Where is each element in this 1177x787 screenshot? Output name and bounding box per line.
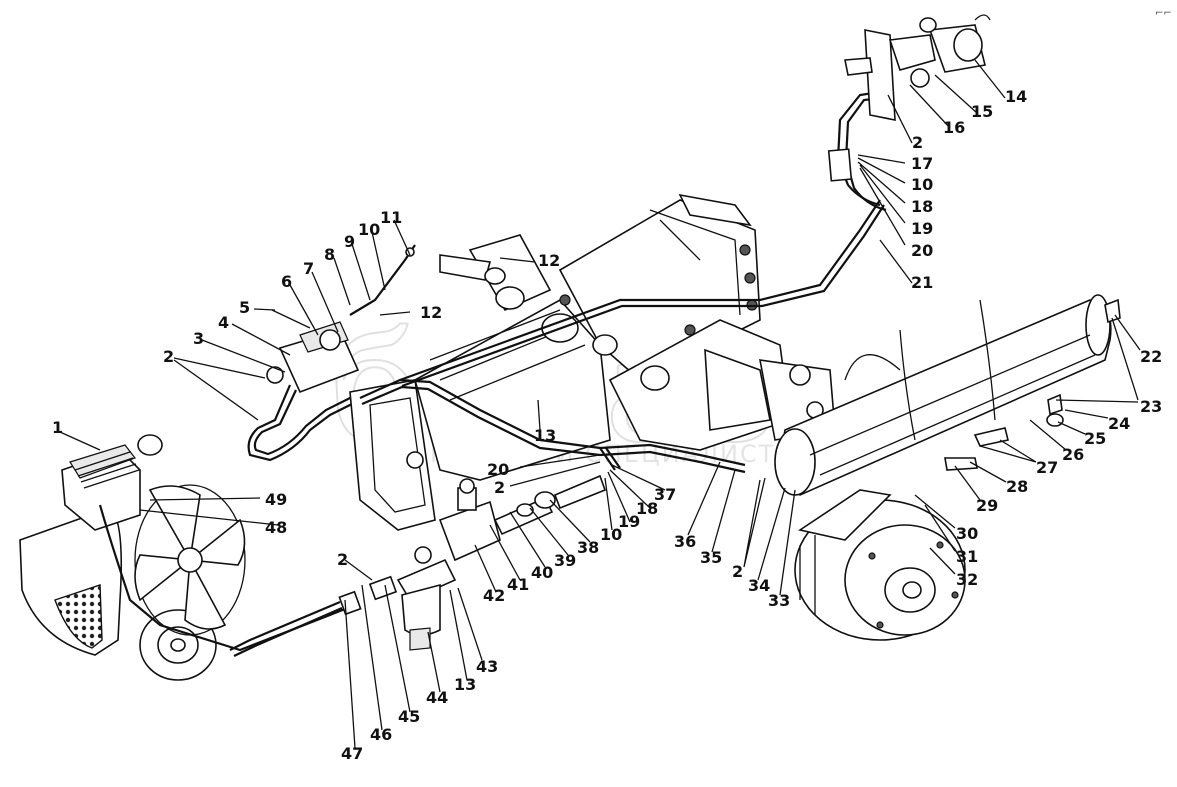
callout-2-center: 2 [732,562,743,581]
callout-31: 31 [956,547,978,566]
corner-mark: ⌐⌐ [1155,8,1172,19]
pipe-line-upper-right [827,90,887,212]
callout-27: 27 [1036,458,1058,477]
callout-18-right: 18 [911,197,933,216]
callout-33: 33 [768,591,790,610]
callout-20-center: 20 [487,460,509,479]
callout-37: 37 [654,485,676,504]
callout-18-center: 18 [636,499,658,518]
callout-46: 46 [370,725,392,744]
pipe-line-middle [359,199,885,474]
callout-32: 32 [956,570,978,589]
callout-19-center: 19 [618,512,640,531]
callout-6: 6 [281,272,292,291]
callout-2-lower: 2 [337,550,348,569]
callout-40: 40 [531,563,553,582]
callout-26: 26 [1062,445,1084,464]
callout-3: 3 [193,329,204,348]
callout-19-right: 19 [911,219,933,238]
callout-42: 42 [483,586,505,605]
callout-9: 9 [344,232,355,251]
callout-34: 34 [748,576,770,595]
callout-5: 5 [239,298,250,317]
callout-12-upper: 12 [538,251,560,270]
callout-10-right: 10 [911,175,933,194]
callout-11: 11 [380,208,402,227]
callout-24: 24 [1108,414,1130,433]
callout-2-valve: 2 [494,478,505,497]
callout-8: 8 [324,245,335,264]
callout-15: 15 [971,102,993,121]
callout-7: 7 [303,259,314,278]
callout-47: 47 [341,744,363,763]
callout-10-top: 10 [358,220,380,239]
brake-valve [266,244,416,394]
callout-12-lower: 12 [420,303,442,322]
callout-22: 22 [1140,347,1162,366]
callout-4: 4 [218,313,229,332]
callout-21: 21 [911,273,933,292]
callout-2-top: 2 [912,133,923,152]
callout-13-lower: 13 [454,675,476,694]
pipe-line-lower [229,575,398,657]
callout-48: 48 [265,518,287,537]
callout-41: 41 [507,575,529,594]
callout-39: 39 [554,551,576,570]
callout-36: 36 [674,532,696,551]
callout-16: 16 [943,118,965,137]
callout-23: 23 [1140,397,1162,416]
callout-43: 43 [476,657,498,676]
callout-1: 1 [52,418,63,437]
compressor-assembly [19,434,356,681]
callout-17: 17 [911,154,933,173]
callout-45: 45 [398,707,420,726]
callout-20-right: 20 [911,241,933,260]
callout-25: 25 [1084,429,1106,448]
callout-10-center: 10 [600,525,622,544]
callout-30: 30 [956,524,978,543]
callout-29: 29 [976,496,998,515]
compressor-fins [74,451,140,489]
pipe-line-left [247,384,361,462]
callout-44: 44 [426,688,448,707]
moisture-separator [396,546,457,651]
wheel-hub [794,489,966,641]
fan-icon [134,484,246,636]
callout-14: 14 [1005,87,1027,106]
callout-13-center: 13 [534,426,556,445]
callout-labels: 1 2 3 4 5 6 7 8 9 10 11 12 12 13 14 15 1… [52,87,1162,763]
coupling-head-assembly [844,14,991,121]
callout-35: 35 [700,548,722,567]
pressure-regulator [438,474,607,562]
leader-lines [59,59,1141,749]
callout-38: 38 [577,538,599,557]
callout-28: 28 [1006,477,1028,496]
callout-49: 49 [265,490,287,509]
callout-2-left: 2 [163,347,174,366]
